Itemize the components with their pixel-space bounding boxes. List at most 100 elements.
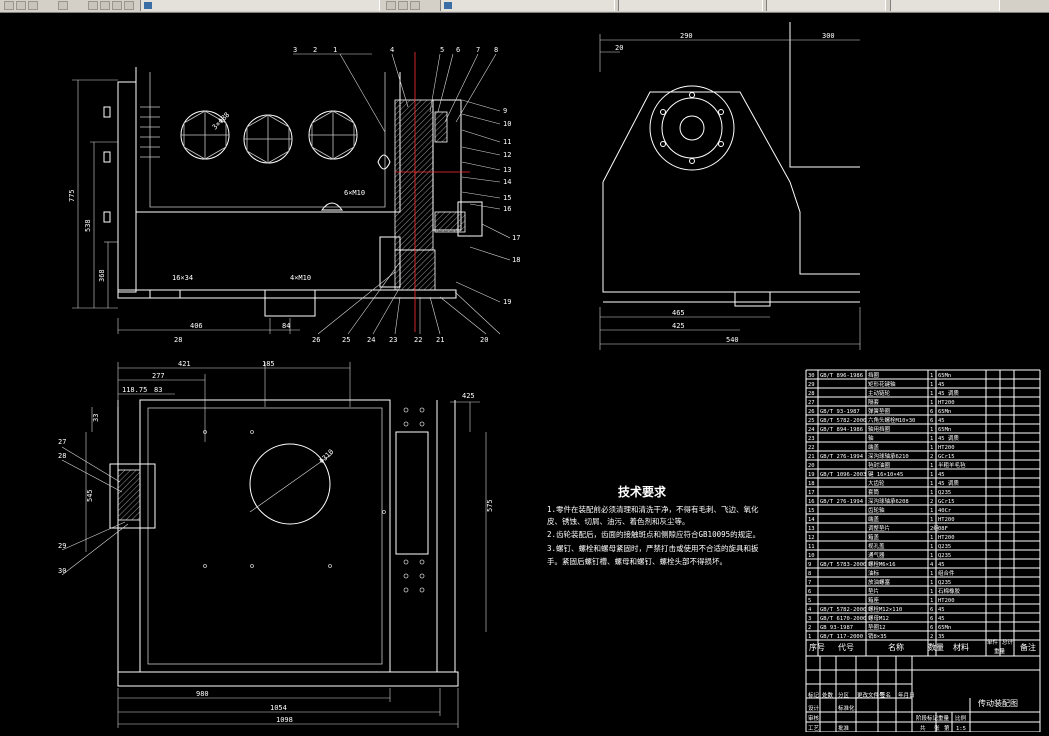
callout-19: 19 — [503, 298, 511, 306]
table-cell: 08F — [938, 526, 948, 532]
table-cell: 1 — [930, 391, 933, 397]
table-cell: 45 — [938, 472, 945, 478]
callout-2: 2 — [313, 46, 317, 54]
light-bulb-icon[interactable] — [88, 1, 98, 10]
top-right-rail — [436, 400, 456, 673]
table-cell: 6 — [808, 589, 811, 595]
dim-top-185: 185 — [262, 360, 275, 368]
table-cell: 2 — [930, 499, 933, 505]
table-cell: 1 — [930, 400, 933, 406]
new-icon[interactable] — [4, 1, 14, 10]
table-cell: 箱盖 — [868, 533, 880, 541]
table-cell: 15 — [808, 508, 815, 514]
table-cell: 17 — [808, 490, 815, 496]
lineweight-dropdown[interactable] — [766, 0, 886, 11]
callout-28: 28 — [58, 452, 66, 460]
key-slot-1 — [149, 289, 181, 299]
tb-label-scale: 比例 — [955, 714, 967, 722]
linetype-dropdown[interactable] — [618, 0, 763, 11]
tb-label-index: 第 — [944, 724, 950, 732]
table-cell: GB/T 1096-2003 — [820, 472, 866, 478]
sun-icon[interactable] — [100, 1, 110, 10]
table-cell: 21 — [808, 454, 815, 460]
table-cell: HT200 — [938, 535, 955, 541]
drawing-canvas[interactable]: 3 2 1 4 5 6 7 8 9 10 11 12 13 14 15 16 1… — [0, 12, 1049, 733]
callout-17: 17 — [512, 234, 520, 242]
callout-14: 14 — [503, 178, 511, 186]
side-bracket-top — [602, 91, 791, 183]
header-total-weight: 总计 — [1002, 638, 1014, 646]
table-cell: 3 — [808, 616, 811, 622]
cad-drawing[interactable]: 3 2 1 4 5 6 7 8 9 10 11 12 13 14 15 16 1… — [0, 12, 1049, 733]
table-cell: Q235 — [938, 544, 951, 550]
dim-top-277: 277 — [152, 372, 165, 380]
table-cell: 1 — [930, 373, 933, 379]
table-cell: 1 — [930, 553, 933, 559]
table-cell: 1 — [930, 544, 933, 550]
note-line-3: 2.齿轮装配后，齿面的接触斑点和侧隙应符合GB10095的规定。 — [547, 529, 760, 539]
table-cell: 1 — [930, 490, 933, 496]
table-cell: 19 — [808, 472, 815, 478]
table-cell: 18 — [808, 481, 815, 487]
table-cell: 深沟球轴承6210 — [868, 452, 909, 460]
tb-label-process: 工艺 — [808, 725, 820, 732]
tb-scale-value: 1:5 — [956, 726, 966, 732]
header-name: 名称 — [888, 642, 904, 652]
table-cell: 6 — [930, 409, 933, 415]
table-cell: 套筒 — [868, 488, 880, 496]
open-icon[interactable] — [16, 1, 26, 10]
table-cell: 29 — [808, 382, 815, 388]
table-cell: 销8×35 — [868, 632, 887, 640]
side-rear-block — [789, 22, 860, 168]
base-plate — [117, 289, 457, 299]
layer-match-icon[interactable] — [398, 1, 408, 10]
table-cell: 65Mn — [938, 373, 951, 379]
title-block: 标记 处数 分区 更改文件号 签名 年月日 设计 标准化 审核 工艺 批准 阶段… — [805, 655, 1041, 733]
callout-27: 27 — [58, 438, 66, 446]
table-cell: 端盖 — [868, 515, 880, 523]
table-cell: 13 — [808, 526, 815, 532]
oil-seal — [377, 154, 391, 170]
layer-dropdown[interactable] — [140, 0, 380, 11]
table-cell: 7 — [808, 580, 811, 586]
table-cell: 6 — [930, 607, 933, 613]
save-icon[interactable] — [28, 1, 38, 10]
table-cell: 45 调质 — [938, 479, 959, 487]
table-cell: 2组 — [930, 524, 939, 532]
color-dropdown[interactable] — [440, 0, 615, 11]
layer-icon[interactable] — [58, 1, 68, 10]
lock-icon[interactable] — [112, 1, 122, 10]
tb-label-total: 共 — [920, 724, 926, 732]
bolt-label: 6×M10 — [344, 189, 365, 197]
header-remark: 备注 — [1020, 642, 1036, 652]
table-cell: 2 — [930, 634, 933, 640]
front-view: 3 2 1 4 5 6 7 8 9 10 11 12 13 14 15 16 1… — [68, 46, 520, 344]
top-bottom-rail — [117, 671, 459, 687]
hex-hole-3 — [308, 110, 358, 160]
dim-side-300: 300 — [822, 32, 835, 40]
plotstyle-dropdown[interactable] — [890, 0, 1000, 11]
table-cell: 45 调质 — [938, 389, 959, 397]
gearbox-section-upper — [394, 99, 434, 251]
table-cell: GB/T 5783-2000 — [820, 562, 866, 568]
color-square-icon[interactable] — [124, 1, 134, 10]
table-cell: 油标 — [868, 569, 880, 577]
table-cell: 45 调质 — [938, 434, 959, 442]
drawing-name: 传动装配图 — [978, 698, 1018, 708]
layer-prev-icon[interactable] — [386, 1, 396, 10]
layer-state-icon[interactable] — [410, 1, 420, 10]
dims-side — [599, 34, 861, 350]
tb-label-change: 更改文件号 — [857, 691, 885, 699]
callout-28-front: 28 — [174, 336, 182, 344]
